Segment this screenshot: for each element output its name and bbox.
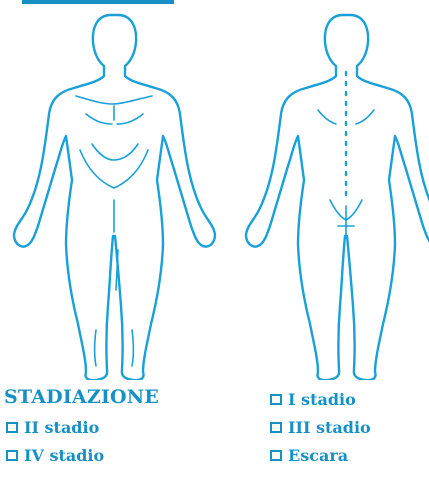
option-stage-2[interactable]: II stadio <box>6 418 99 437</box>
option-stage-1[interactable]: I stadio <box>270 390 356 409</box>
option-escara[interactable]: Escara <box>270 446 348 465</box>
stage-2-checkbox[interactable] <box>6 422 18 433</box>
stage-3-checkbox[interactable] <box>270 422 282 433</box>
stage-3-label: III stadio <box>288 418 371 437</box>
front-body-icon <box>14 15 215 380</box>
stage-2-label: II stadio <box>24 418 99 437</box>
staging-heading: STADIAZIONE <box>4 386 159 408</box>
escara-label: Escara <box>288 446 348 465</box>
stage-4-checkbox[interactable] <box>6 450 18 461</box>
option-stage-3[interactable]: III stadio <box>270 418 371 437</box>
body-diagram <box>0 0 429 380</box>
stage-1-label: I stadio <box>288 390 356 409</box>
option-stage-4[interactable]: IV stadio <box>6 446 104 465</box>
stage-4-label: IV stadio <box>24 446 104 465</box>
stage-1-checkbox[interactable] <box>270 394 282 405</box>
escara-checkbox[interactable] <box>270 450 282 461</box>
back-body-icon <box>246 15 429 380</box>
